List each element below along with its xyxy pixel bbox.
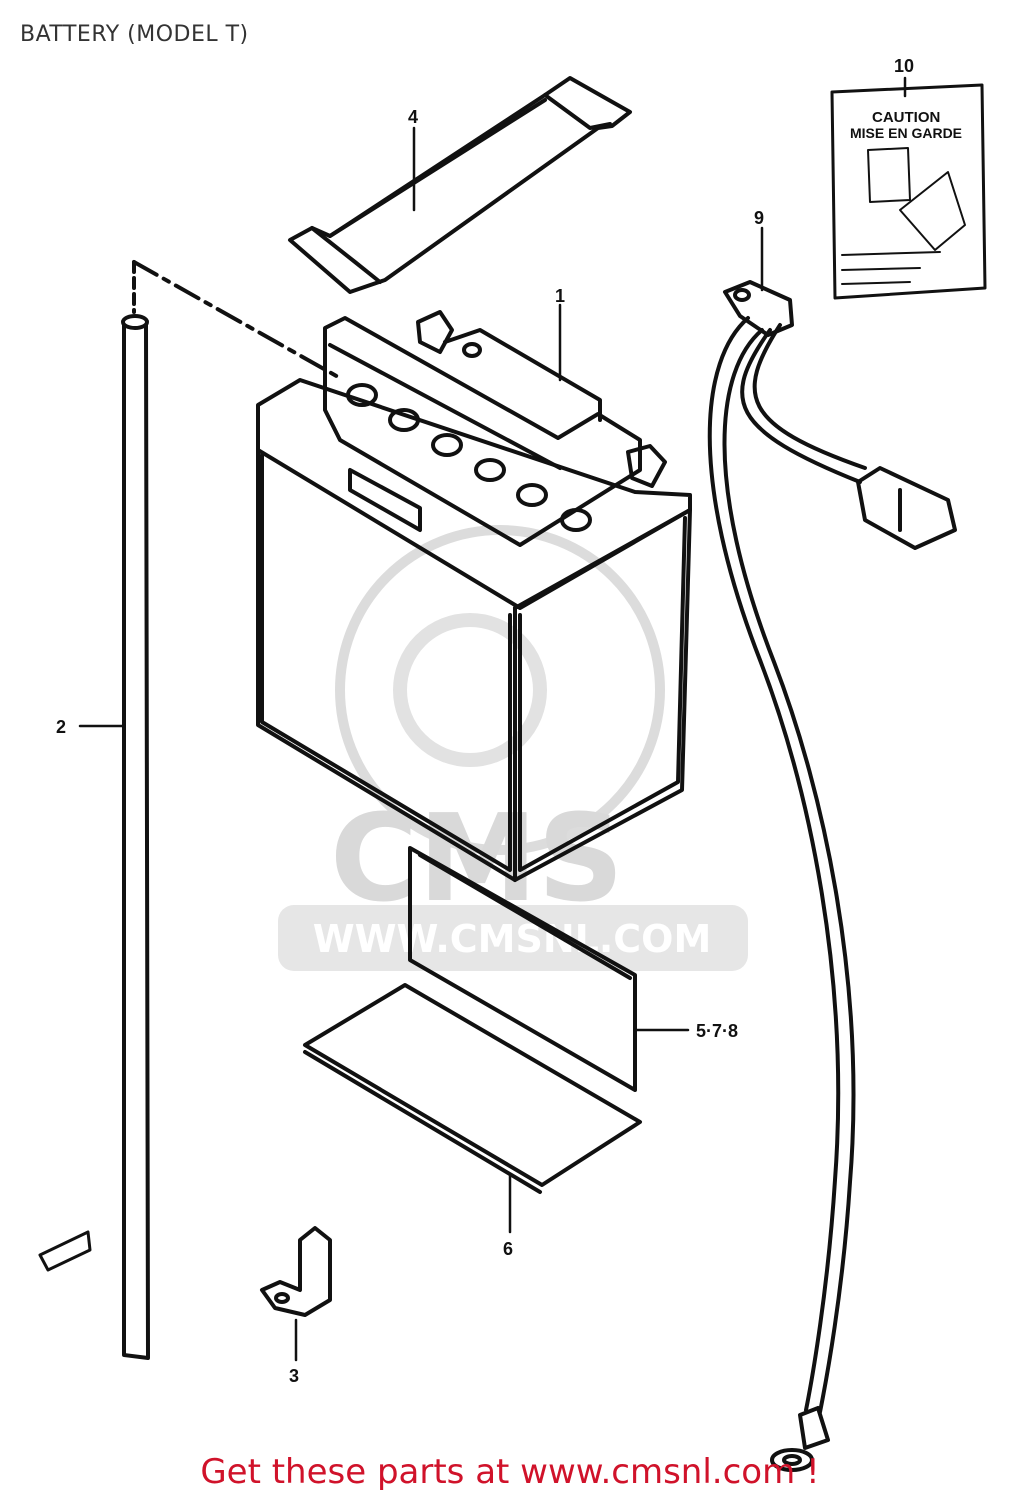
callout-2: 2 (56, 717, 66, 737)
callout-4: 4 (408, 107, 418, 127)
footer-link[interactable]: Get these parts at www.cmsnl.com ! (200, 1452, 820, 1492)
battery (256, 310, 692, 882)
watermark: CMS WWW.CMSNL.COM (278, 525, 748, 971)
battery-tray-pad (303, 983, 642, 1194)
ground-lead-wire (707, 280, 957, 1472)
hose-clamp (260, 1226, 332, 1317)
watermark-url: WWW.CMSNL.COM (313, 917, 712, 961)
caution-label-subtitle: MISE EN GARDE (850, 125, 962, 141)
page-title: BATTERY (MODEL T) (20, 22, 249, 47)
callout-1: 1 (555, 286, 565, 306)
battery-pad (408, 846, 637, 1092)
callout-3: 3 (289, 1366, 299, 1386)
battery-band (288, 76, 632, 294)
caution-label (830, 83, 987, 300)
callout-6: 6 (503, 1239, 513, 1259)
breather-hose (121, 260, 342, 1360)
callout-10: 10 (894, 56, 914, 76)
callout-9: 9 (754, 208, 764, 228)
leader-lines (78, 76, 907, 1362)
callout-5-7-8: 5·7·8 (696, 1021, 738, 1041)
front-arrow-icon (38, 1230, 92, 1272)
caution-label-title: CAUTION (872, 109, 940, 126)
